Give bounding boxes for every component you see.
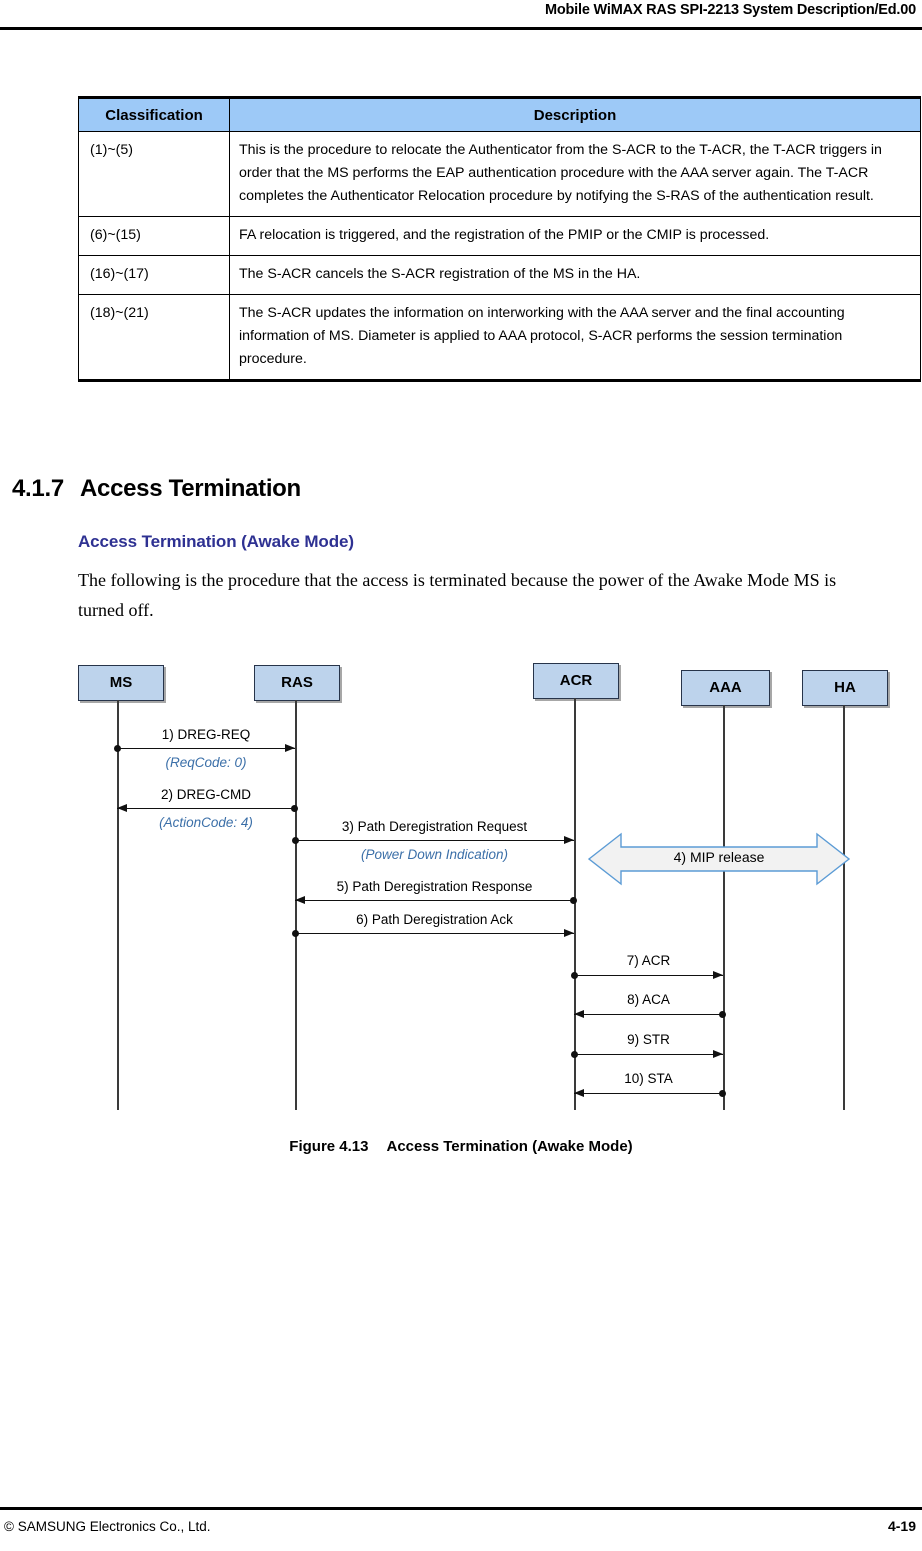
- diagram-node-acr: ACR: [533, 663, 619, 699]
- document-header-title: Mobile WiMAX RAS SPI-2213 System Descrip…: [544, 2, 916, 18]
- message-label-5: 5) Path Deregistration Response: [336, 879, 533, 894]
- table-row: (1)~(5) This is the procedure to relocat…: [78, 131, 921, 217]
- block-arrow-label: 4) MIP release: [673, 849, 765, 865]
- section-subtitle: Access Termination (Awake Mode): [78, 532, 354, 551]
- message-sublabel-3: (Power Down Indication): [360, 847, 509, 862]
- cell-classification: (18)~(21): [78, 294, 230, 382]
- cell-description: FA relocation is triggered, and the regi…: [229, 216, 921, 256]
- message-label-6: 6) Path Deregistration Ack: [356, 912, 513, 927]
- lifeline-ms: [117, 700, 119, 1110]
- lifeline-ha: [843, 705, 845, 1110]
- table-row: (6)~(15) FA relocation is triggered, and…: [78, 216, 921, 256]
- cell-description: This is the procedure to relocate the Au…: [229, 131, 921, 217]
- message-sublabel-2: (ActionCode: 4): [159, 815, 253, 830]
- message-label-2: 2) DREG-CMD: [161, 787, 251, 802]
- cell-classification: (1)~(5): [78, 131, 230, 217]
- table-row: (18)~(21) The S-ACR updates the informat…: [78, 294, 921, 382]
- diagram-node-ha: HA: [802, 670, 888, 706]
- footer-divider: [0, 1507, 922, 1510]
- cell-classification: (16)~(17): [78, 255, 230, 295]
- diagram-node-ms: MS: [78, 665, 164, 701]
- message-label-10: 10) STA: [624, 1071, 673, 1086]
- section-heading: 4.1.7 Access Termination: [12, 475, 301, 503]
- cell-description: The S-ACR updates the information on int…: [229, 294, 921, 382]
- cell-classification: (6)~(15): [78, 216, 230, 256]
- diagram-node-ras: RAS: [254, 665, 340, 701]
- section-number: 4.1.7: [12, 475, 64, 502]
- section-paragraph: The following is the procedure that the …: [78, 570, 837, 620]
- diagram-node-aaa: AAA: [681, 670, 770, 706]
- footer-page-number: 4-19: [887, 1518, 916, 1534]
- table-header-row: Classification Description: [78, 96, 921, 132]
- column-header-description: Description: [229, 96, 921, 132]
- cell-description: The S-ACR cancels the S-ACR registration…: [229, 255, 921, 295]
- header-divider: [0, 27, 922, 30]
- message-label-9: 9) STR: [627, 1032, 670, 1047]
- lifeline-acr: [574, 698, 576, 1110]
- message-label-7: 7) ACR: [626, 953, 671, 968]
- section-title: Access Termination: [80, 475, 301, 502]
- table-row: (16)~(17) The S-ACR cancels the S-ACR re…: [78, 255, 921, 295]
- table-header: Classification Description: [78, 96, 921, 132]
- lifeline-ras: [295, 700, 297, 1110]
- figure-caption: Figure 4.13 Access Termination (Awake Mod…: [0, 1138, 922, 1155]
- sequence-diagram: MS RAS ACR AAA HA 4) MIP release 1) DREG…: [0, 655, 922, 1115]
- message-label-1: 1) DREG-REQ: [161, 727, 251, 742]
- classification-description-table: Classification Description (1)~(5) This …: [78, 96, 921, 382]
- figure-title: Access Termination (Awake Mode): [386, 1138, 633, 1155]
- table-body: (1)~(5) This is the procedure to relocat…: [78, 131, 921, 382]
- message-label-8: 8) ACA: [627, 992, 670, 1007]
- footer-copyright: © SAMSUNG Electronics Co., Ltd.: [4, 1519, 211, 1534]
- message-label-3: 3) Path Deregistration Request: [341, 819, 528, 834]
- message-sublabel-1: (ReqCode: 0): [165, 755, 247, 770]
- lifeline-aaa: [723, 705, 725, 1110]
- page-header: Mobile WiMAX RAS SPI-2213 System Descrip…: [0, 0, 922, 30]
- mip-release-block-arrow-icon: [588, 832, 850, 886]
- figure-number: Figure 4.13: [289, 1138, 369, 1155]
- column-header-classification: Classification: [78, 96, 230, 132]
